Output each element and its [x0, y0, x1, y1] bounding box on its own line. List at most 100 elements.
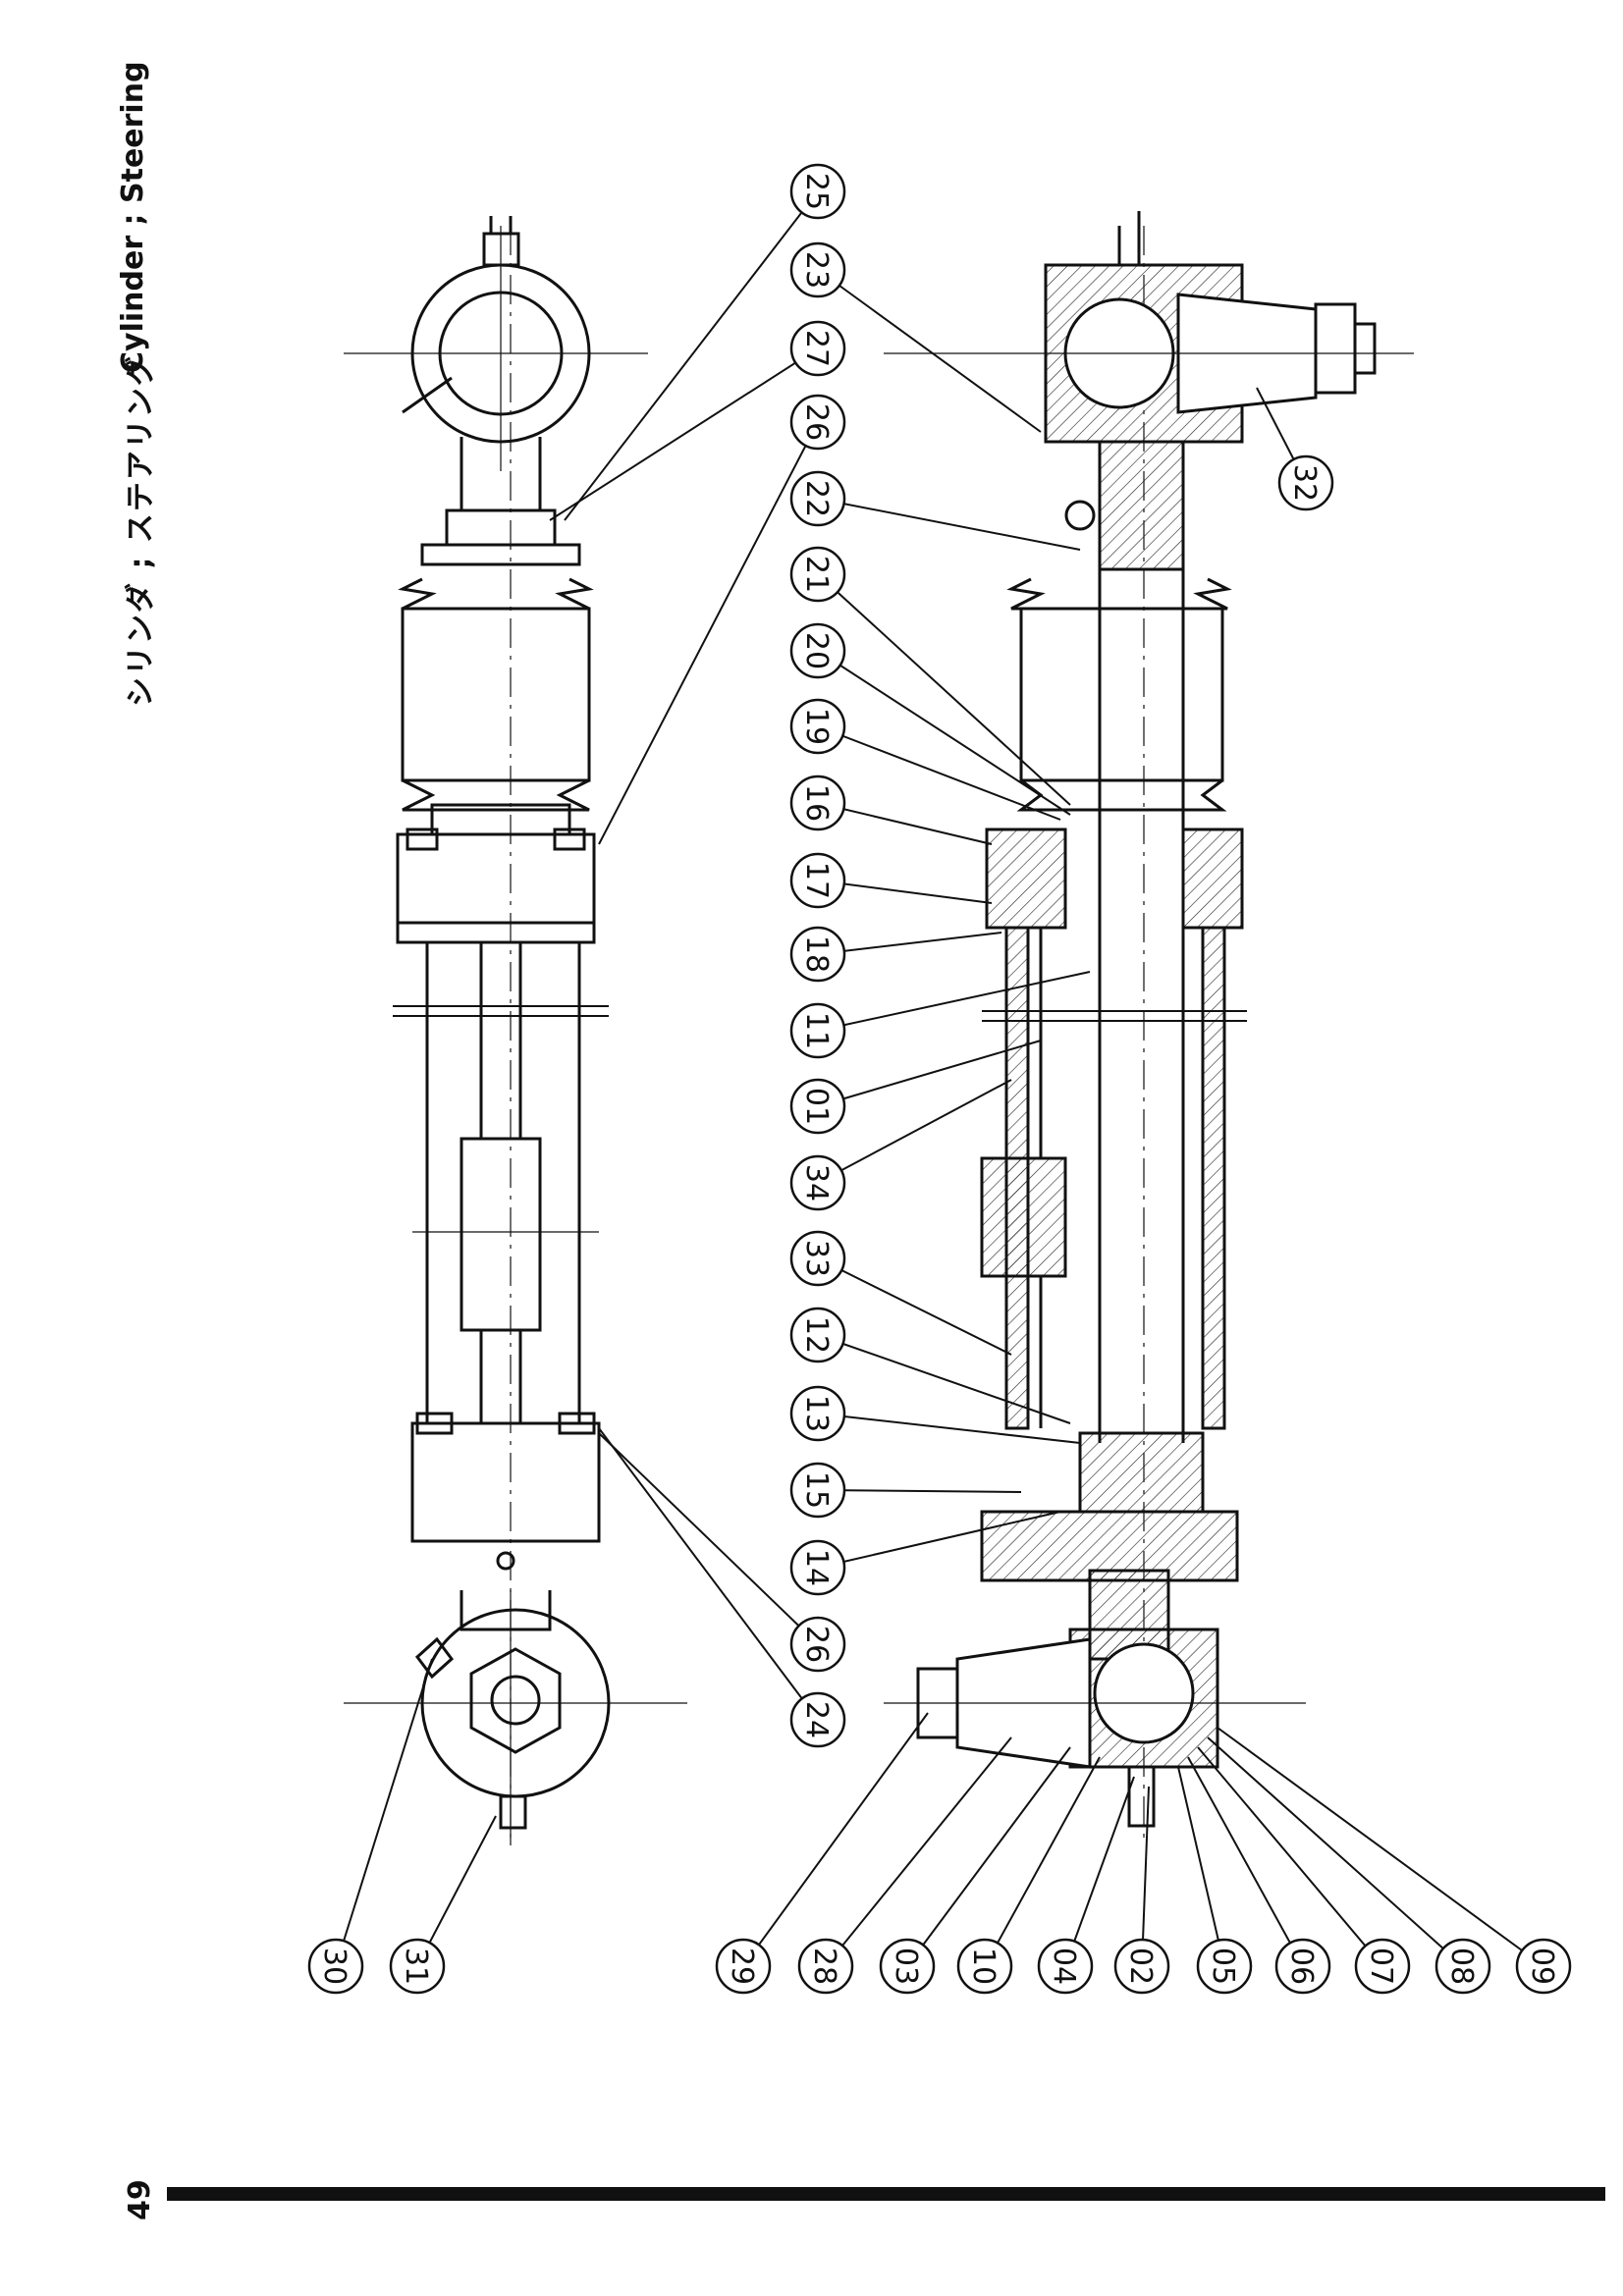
- callout-number: 07: [1364, 1948, 1398, 1985]
- leader-line: [1177, 1766, 1225, 1967]
- callout-01-12: 01: [789, 1078, 846, 1135]
- callout-07-8: 07: [1354, 1938, 1411, 1995]
- callout-number: 27: [799, 330, 834, 367]
- callout-number: 31: [399, 1948, 433, 1985]
- leader-line: [817, 1489, 1022, 1493]
- callout-number: 14: [799, 1549, 834, 1586]
- leader-line: [1064, 1776, 1135, 1967]
- callout-number: 12: [799, 1316, 834, 1354]
- leader-line: [817, 802, 993, 845]
- callout-number: 32: [1287, 464, 1322, 502]
- callout-12-15: 12: [789, 1307, 846, 1363]
- callout-34-13: 34: [789, 1154, 846, 1211]
- callout-number: 11: [799, 1012, 834, 1049]
- callout-number: 04: [1047, 1948, 1081, 1985]
- section-view: [884, 211, 1414, 1845]
- leader-line: [1141, 1786, 1150, 1967]
- leader-line: [817, 573, 1071, 806]
- leader-line: [817, 269, 1042, 433]
- external-view: [344, 216, 687, 1845]
- callout-layer: 2523272622212019161718110134331213151426…: [307, 163, 1572, 1995]
- callout-number: 21: [799, 556, 834, 593]
- callout-02-5: 02: [1113, 1938, 1170, 1995]
- callout-20-6: 20: [789, 622, 846, 679]
- leader-line: [742, 1712, 929, 1967]
- callout-number: 17: [799, 862, 834, 899]
- callout-06-7: 06: [1274, 1938, 1331, 1995]
- callout-number: 26: [799, 403, 834, 441]
- callout-13-16: 13: [789, 1385, 846, 1442]
- callout-number: 20: [799, 632, 834, 669]
- leader-line: [598, 1432, 819, 1645]
- callout-15-17: 15: [789, 1462, 846, 1519]
- leader-line: [817, 1413, 1081, 1444]
- callout-29-0: 29: [715, 1938, 772, 1995]
- leader-line: [817, 932, 1002, 955]
- leader-line: [416, 1815, 497, 1967]
- callout-number: 01: [799, 1088, 834, 1125]
- callout-21-5: 21: [789, 546, 846, 603]
- callout-number: 23: [799, 251, 834, 289]
- leader-line: [817, 1040, 1042, 1107]
- callout-28-1: 28: [797, 1938, 854, 1995]
- callout-17-9: 17: [789, 852, 846, 909]
- leader-line: [564, 190, 819, 521]
- callout-number: 08: [1444, 1948, 1479, 1985]
- callout-31-1: 31: [389, 1938, 446, 1995]
- callout-18-10: 18: [789, 926, 846, 983]
- leader-line: [549, 347, 819, 521]
- leader-line: [817, 1511, 1061, 1569]
- callout-number: 28: [807, 1948, 841, 1985]
- callout-number: 18: [799, 935, 834, 973]
- callout-number: 02: [1123, 1948, 1158, 1985]
- callout-number: 24: [799, 1701, 834, 1738]
- callout-09-10: 09: [1515, 1938, 1572, 1995]
- callout-23-1: 23: [789, 241, 846, 298]
- callout-number: 30: [317, 1948, 352, 1985]
- callout-03-2: 03: [879, 1938, 936, 1995]
- leader-line: [817, 650, 1071, 816]
- callout-08-9: 08: [1434, 1938, 1491, 1995]
- callout-number: 34: [799, 1164, 834, 1201]
- leader-line: [817, 1334, 1071, 1424]
- leader-line: [335, 1658, 433, 1967]
- callout-number: 10: [966, 1948, 1001, 1985]
- callout-number: 19: [799, 708, 834, 745]
- leader-line: [906, 1746, 1071, 1967]
- leader-line: [1187, 1756, 1304, 1967]
- leader-line: [598, 421, 819, 845]
- callout-19-7: 19: [789, 698, 846, 755]
- leader-line: [1197, 1746, 1383, 1967]
- callout-number: 09: [1525, 1948, 1559, 1985]
- callout-10-3: 10: [956, 1938, 1013, 1995]
- callout-26-19: 26: [789, 1616, 846, 1673]
- leader-line: [817, 725, 1061, 821]
- callout-26-3: 26: [789, 394, 846, 451]
- leader-line: [825, 1736, 1012, 1967]
- callout-05-6: 05: [1196, 1938, 1253, 1995]
- callout-number: 26: [799, 1626, 834, 1663]
- leader-line: [817, 498, 1081, 551]
- callout-27-2: 27: [789, 320, 846, 377]
- footer-rule: [167, 2187, 1605, 2201]
- callout-number: 05: [1206, 1948, 1240, 1985]
- callout-11-11: 11: [789, 1002, 846, 1059]
- callout-number: 33: [799, 1240, 834, 1277]
- callout-number: 13: [799, 1395, 834, 1432]
- callout-number: 25: [799, 173, 834, 210]
- callout-30-0: 30: [307, 1938, 364, 1995]
- callout-16-8: 16: [789, 774, 846, 831]
- leader-line: [598, 1427, 819, 1721]
- callout-number: 03: [889, 1948, 923, 1985]
- callout-number: 29: [725, 1948, 759, 1985]
- leader-line: [817, 1079, 1012, 1184]
- leader-line: [817, 971, 1091, 1032]
- leader-line: [1207, 1736, 1464, 1967]
- callout-number: 06: [1284, 1948, 1319, 1985]
- leader-line: [984, 1756, 1101, 1967]
- leader-line: [817, 880, 993, 904]
- callout-number: 15: [799, 1471, 834, 1509]
- callout-32-0: 32: [1277, 454, 1334, 511]
